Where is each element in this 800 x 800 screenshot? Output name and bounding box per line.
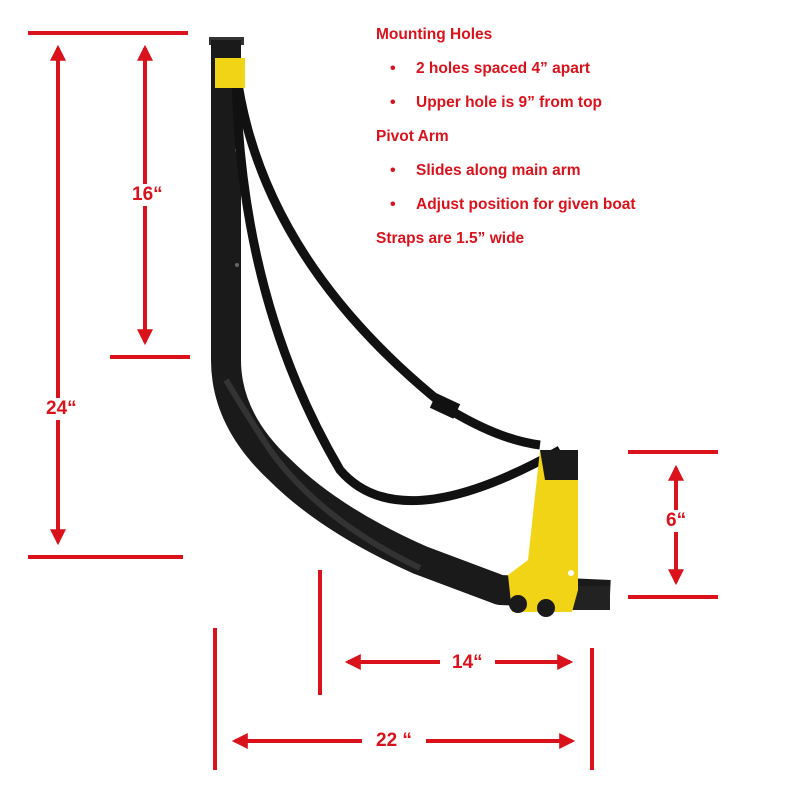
list-item: •2 holes spaced 4” apart bbox=[390, 60, 591, 78]
list-item: •Slides along main arm bbox=[390, 162, 581, 180]
bullet-icon: • bbox=[390, 60, 396, 77]
pivot-arm-heading: Pivot Arm bbox=[376, 128, 449, 146]
mounting-holes-heading: Mounting Holes bbox=[376, 26, 493, 44]
dimension-6in: 6“ bbox=[664, 510, 689, 532]
list-item: •Adjust position for given boat bbox=[390, 196, 636, 214]
dimension-16in: 16“ bbox=[130, 184, 165, 206]
bullet-icon: • bbox=[390, 94, 396, 111]
dimension-14in: 14“ bbox=[440, 652, 495, 674]
dimension-22in: 22 “ bbox=[362, 730, 426, 752]
dimension-24in: 24“ bbox=[44, 398, 79, 420]
straps bbox=[215, 58, 563, 506]
spec-notes: Mounting Holes •2 holes spaced 4” apart … bbox=[376, 18, 636, 256]
pivot-arm bbox=[508, 450, 578, 617]
bullet-icon: • bbox=[390, 162, 396, 179]
straps-note: Straps are 1.5” wide bbox=[376, 230, 525, 248]
bullet-icon: • bbox=[390, 196, 396, 213]
list-item: •Upper hole is 9” from top bbox=[390, 94, 603, 112]
